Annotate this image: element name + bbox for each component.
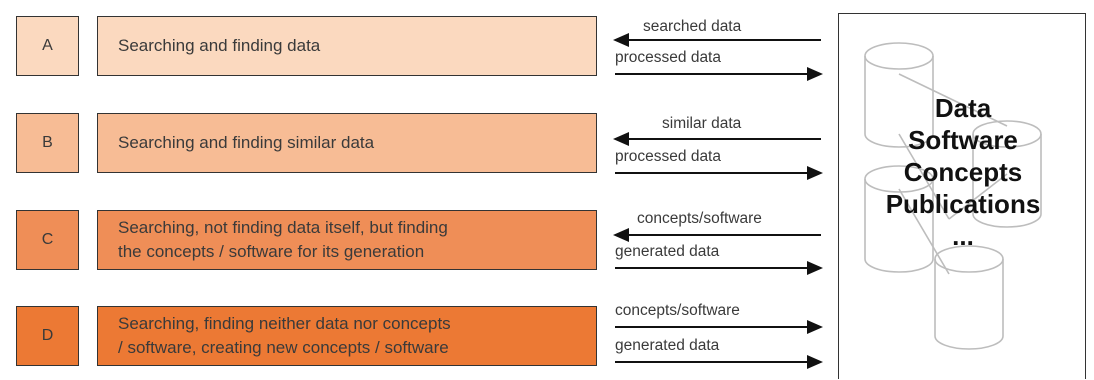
row-b: B Searching and finding similar data sim… [0,113,823,180]
row-description-box: Searching, finding neither data nor conc… [97,306,597,366]
row-description: Searching and finding data [118,36,321,55]
arrow-top-label: similar data [662,115,742,132]
left-arrow-icon [613,132,821,146]
row-description: Searching, not finding data itself, but … [118,218,448,261]
left-arrow-icon [613,228,821,242]
arrow-bottom-label: generated data [615,337,720,354]
arrow-top-label: concepts/software [615,302,740,319]
row-description-box: Searching and finding data [97,16,597,76]
right-arrow-icon [615,261,823,275]
repository-item-concepts: Concepts [903,157,1023,187]
repository-item-ellipsis: ... [952,221,974,251]
database-cylinders-icon [864,42,1042,350]
right-arrow-icon [615,355,823,369]
row-letter-box: B [16,113,79,173]
arrow-top-label: searched data [643,18,742,35]
right-arrow-icon [615,166,823,180]
row-description-box: Searching and finding similar data [97,113,597,173]
row-description: Searching, finding neither data nor conc… [118,314,451,357]
repository-box: Data Software Concepts Publications ... [838,13,1086,379]
arrow-top-label: concepts/software [637,210,762,227]
row-letter: D [41,327,54,344]
row-arrows: concepts/software generated data [605,210,827,275]
right-arrow-icon [615,320,823,334]
row-c: C Searching, not finding data itself, bu… [0,210,823,275]
row-letter-box: A [16,16,79,76]
arrow-bottom-label: processed data [615,49,721,66]
row-arrows: similar data processed data [605,113,827,180]
row-arrows: searched data processed data [605,16,827,81]
row-letter-box: D [16,306,79,366]
row-letter: C [41,231,54,248]
arrow-bottom-label: processed data [615,148,721,165]
row-letter: B [42,134,53,151]
arrow-bottom-label: generated data [615,243,720,260]
row-letter-box: C [16,210,79,270]
row-d: D Searching, finding neither data nor co… [0,302,823,369]
row-description-box: Searching, not finding data itself, but … [97,210,597,270]
row-description: Searching and finding similar data [118,133,375,152]
repository-item-publications: Publications [885,189,1041,219]
left-arrow-icon [613,33,821,47]
repository-item-software: Software [908,125,1018,155]
right-arrow-icon [615,67,823,81]
row-arrows: concepts/software generated data [605,302,827,369]
row-letter: A [42,37,53,54]
repository-content-list: Data Software Concepts Publications ... [839,92,1087,252]
row-a: A Searching and finding data searched da… [0,16,823,81]
repository-item-data: Data [934,93,992,123]
